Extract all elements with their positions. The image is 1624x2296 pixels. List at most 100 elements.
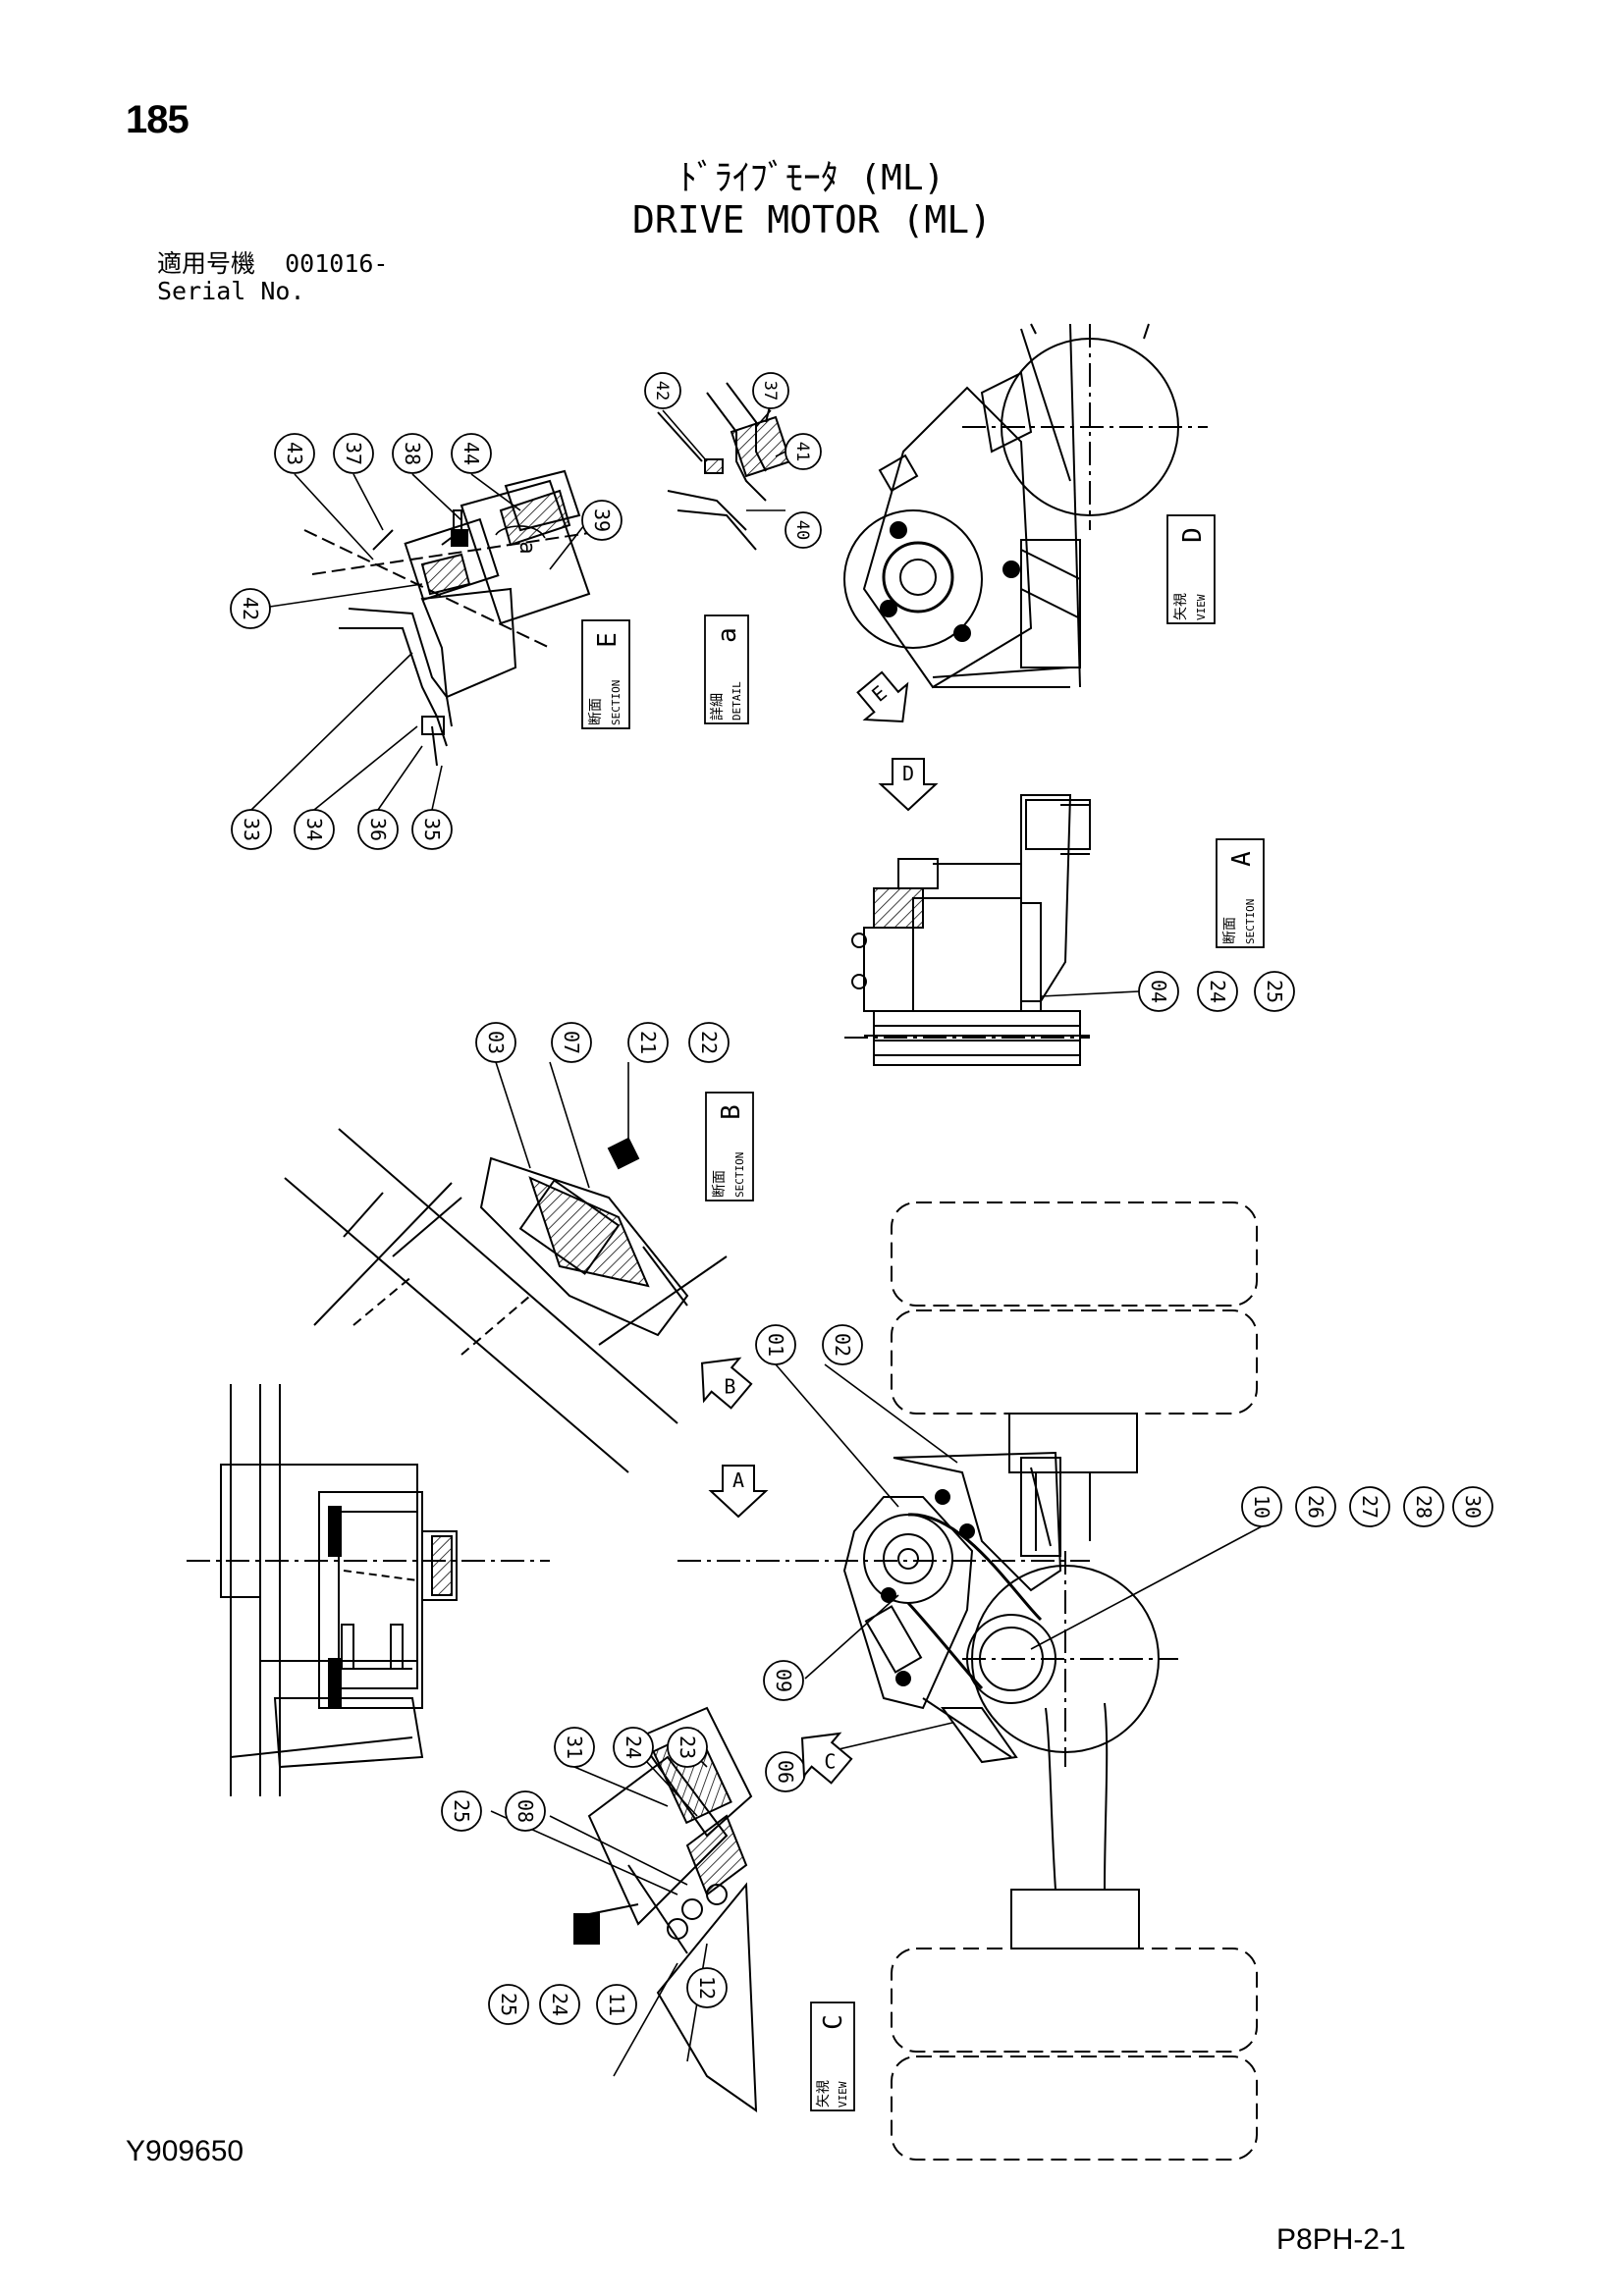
view-d-drawing bbox=[843, 323, 1208, 689]
callout-m01: 01 bbox=[755, 1324, 796, 1365]
label-section-e: 断面 SECTION E bbox=[581, 619, 630, 729]
label-section-a-ja: 断面 bbox=[1222, 917, 1238, 944]
section-e-view bbox=[303, 469, 610, 767]
label-section-b-en: SECTION bbox=[733, 1152, 746, 1198]
serial-label-en: Serial No. bbox=[157, 277, 305, 305]
callout-m27: 27 bbox=[1349, 1486, 1390, 1527]
callout-m02-label: 02 bbox=[831, 1333, 854, 1357]
arrow-d-label: D bbox=[902, 762, 914, 785]
title-japanese: ﾄﾞﾗｲﾌﾞﾓｰﾀ (ML) bbox=[678, 158, 946, 198]
callout-c11-label: 11 bbox=[605, 1993, 628, 2016]
callout-e37-label: 37 bbox=[342, 442, 365, 465]
section-a-view bbox=[844, 794, 1091, 1066]
callout-d40-label: 40 bbox=[792, 520, 812, 540]
callout-b21: 21 bbox=[627, 1022, 669, 1063]
label-view-c-ja: 矢視 bbox=[816, 2080, 832, 2108]
label-section-b-letter: B bbox=[717, 1104, 746, 1120]
leader-lines bbox=[250, 409, 1263, 2077]
serial-row-ja: 適用号機 001016- bbox=[157, 250, 388, 278]
callout-m06-label: 06 bbox=[774, 1760, 797, 1784]
label-view-c: 矢視 VIEW C bbox=[810, 2002, 855, 2111]
label-section-a: 断面 SECTION A bbox=[1216, 838, 1265, 948]
label-section-b-ja: 断面 bbox=[712, 1170, 728, 1198]
callout-d42-label: 42 bbox=[652, 381, 672, 400]
callout-e35-label: 35 bbox=[420, 818, 444, 841]
arrow-a: A bbox=[708, 1465, 769, 1519]
callout-d37-label: 37 bbox=[760, 381, 780, 400]
callout-m02: 02 bbox=[822, 1324, 863, 1365]
arrow-b-label: B bbox=[724, 1374, 735, 1398]
callout-d42: 42 bbox=[644, 372, 681, 409]
label-view-d: 矢視 VIEW D bbox=[1166, 514, 1216, 624]
callout-c08: 08 bbox=[505, 1790, 546, 1832]
label-view-c-en: VIEW bbox=[837, 2081, 849, 2108]
callout-e33: 33 bbox=[231, 809, 272, 850]
serial-value: 001016- bbox=[285, 249, 389, 278]
callout-e39-label: 39 bbox=[590, 508, 614, 532]
callout-c25b-label: 25 bbox=[497, 1993, 520, 2016]
detail-markers: a bbox=[495, 525, 546, 555]
view-c-drawing bbox=[573, 1706, 758, 2112]
callout-m30: 30 bbox=[1452, 1486, 1493, 1527]
page-number: 185 bbox=[126, 98, 189, 141]
callout-balloons: 43 37 38 44 39 42 33 34 36 35 42 37 41 4… bbox=[230, 372, 1493, 2025]
detail-marker-arc bbox=[495, 525, 546, 539]
callout-m27-label: 27 bbox=[1358, 1495, 1381, 1519]
callout-e38-label: 38 bbox=[401, 442, 424, 465]
callout-b03: 03 bbox=[475, 1022, 516, 1063]
callout-e36: 36 bbox=[357, 809, 399, 850]
callout-e44: 44 bbox=[451, 433, 492, 474]
callout-c31-label: 31 bbox=[563, 1735, 586, 1759]
callout-m06: 06 bbox=[765, 1751, 806, 1792]
direction-arrows: E D B A C bbox=[700, 670, 939, 1785]
callout-e43: 43 bbox=[274, 433, 315, 474]
label-view-d-letter: D bbox=[1178, 527, 1208, 543]
arrow-d: D bbox=[878, 758, 939, 812]
callout-c12: 12 bbox=[686, 1967, 728, 2008]
arrow-e: E bbox=[856, 670, 909, 723]
arrow-c-label: C bbox=[824, 1749, 836, 1773]
serial-label-ja: 適用号機 bbox=[157, 249, 256, 278]
callout-b22-label: 22 bbox=[697, 1031, 721, 1054]
callout-d37: 37 bbox=[752, 372, 789, 409]
callout-m30-label: 30 bbox=[1461, 1495, 1485, 1519]
callout-m09-label: 09 bbox=[772, 1669, 795, 1692]
callout-c24b-label: 24 bbox=[548, 1993, 571, 2016]
label-detail-a-ja: 詳細 bbox=[710, 693, 726, 721]
callout-c24-label: 24 bbox=[622, 1735, 645, 1759]
arrow-c: C bbox=[800, 1732, 853, 1785]
arrow-a-label: A bbox=[732, 1468, 744, 1492]
callout-d40: 40 bbox=[785, 511, 822, 549]
callout-e37: 37 bbox=[333, 433, 374, 474]
callout-m26: 26 bbox=[1295, 1486, 1336, 1527]
callout-e43-label: 43 bbox=[283, 442, 306, 465]
callout-a24-label: 24 bbox=[1206, 980, 1229, 1003]
callout-e33-label: 33 bbox=[240, 818, 263, 841]
callout-m09: 09 bbox=[763, 1660, 804, 1701]
callout-b03-label: 03 bbox=[484, 1031, 508, 1054]
callout-c31: 31 bbox=[554, 1727, 595, 1768]
label-detail-a: 詳細 DETAIL a bbox=[704, 614, 749, 724]
callout-a04-label: 04 bbox=[1147, 980, 1170, 1003]
label-view-d-ja: 矢視 bbox=[1173, 593, 1189, 620]
main-track-view bbox=[677, 1201, 1258, 2161]
label-section-e-letter: E bbox=[593, 632, 623, 648]
callout-m10-label: 10 bbox=[1250, 1495, 1273, 1519]
callout-e35: 35 bbox=[411, 809, 453, 850]
label-section-a-en: SECTION bbox=[1244, 899, 1257, 944]
label-detail-a-letter: a bbox=[713, 627, 742, 643]
callout-c11: 11 bbox=[596, 1984, 637, 2025]
callout-m28-label: 28 bbox=[1412, 1495, 1435, 1519]
callout-b22: 22 bbox=[688, 1022, 730, 1063]
callout-e34-label: 34 bbox=[302, 818, 326, 841]
callout-c08-label: 08 bbox=[514, 1799, 537, 1823]
label-section-e-en: SECTION bbox=[610, 680, 623, 725]
callout-e39: 39 bbox=[581, 500, 623, 541]
sheet-code: P8PH-2-1 bbox=[1276, 2223, 1406, 2256]
left-side-view bbox=[187, 1384, 550, 1796]
label-section-e-ja: 断面 bbox=[588, 698, 604, 725]
label-section-a-letter: A bbox=[1227, 851, 1257, 867]
callout-a24: 24 bbox=[1197, 971, 1238, 1012]
callout-b07: 07 bbox=[551, 1022, 592, 1063]
